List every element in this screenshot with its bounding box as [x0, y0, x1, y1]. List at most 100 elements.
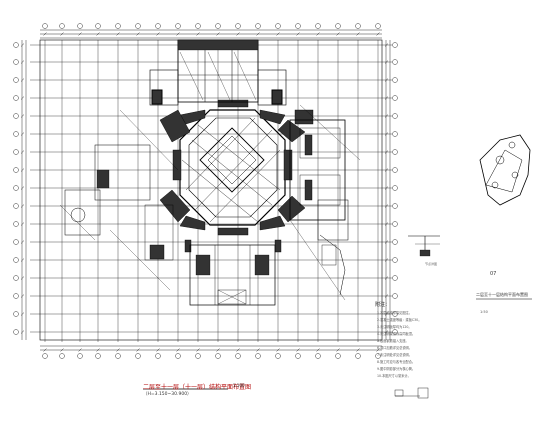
grid-line — [384, 204, 389, 208]
grid-line — [20, 276, 25, 280]
axis-bubble — [275, 23, 281, 29]
grid-line — [384, 60, 389, 64]
axis-bubble — [275, 353, 281, 359]
axis-bubble — [175, 353, 181, 359]
drawing-subtitle: （H=3.150~30.900） — [143, 392, 192, 397]
axis-bubble — [335, 353, 341, 359]
grid-line — [78, 348, 82, 352]
grid-line — [384, 330, 389, 334]
grid-line — [384, 168, 389, 172]
grid-line — [316, 348, 320, 352]
axis-bubble — [13, 42, 19, 48]
note-item: 5.板面钢筋锚入支座。 — [377, 339, 409, 343]
axis-bubble — [59, 353, 65, 359]
grid-line — [384, 258, 389, 262]
axis-bubble — [392, 167, 398, 173]
grid-line — [20, 43, 25, 47]
axis-bubble — [392, 131, 398, 137]
axis-bubble — [392, 239, 398, 245]
grid-line — [116, 32, 120, 36]
grid-line — [384, 78, 389, 82]
note-item: 2.混凝土强度等级：梁板C30。 — [377, 318, 422, 322]
axis-bubble — [42, 353, 48, 359]
drawing-scale: 1:100 — [233, 383, 245, 388]
note-item: 10.本图尺寸以毫米计。 — [377, 374, 411, 378]
grid-line — [384, 294, 389, 298]
grid-line — [256, 348, 260, 352]
grid-line — [356, 32, 360, 36]
grid-line — [384, 43, 389, 47]
grid-line — [384, 96, 389, 100]
axis-bubble — [375, 23, 381, 29]
note-item: 1.本层结构标高见图注。 — [377, 311, 412, 315]
axis-bubble — [392, 221, 398, 227]
grid-line — [20, 60, 25, 64]
axis-bubble — [215, 353, 221, 359]
axis-bubble — [392, 185, 398, 191]
axis-bubble — [392, 42, 398, 48]
axis-bubble — [295, 353, 301, 359]
detail-label: 节点详图 — [425, 262, 438, 266]
axis-bubble — [392, 311, 398, 317]
grid-line — [384, 150, 389, 154]
key-plan-sketch — [479, 134, 531, 206]
axis-bubble — [235, 353, 241, 359]
grid-line — [116, 348, 120, 352]
axis-bubble — [13, 167, 19, 173]
axis-bubble — [255, 23, 261, 29]
axis-bubble — [235, 23, 241, 29]
axis-bubble — [13, 149, 19, 155]
grid-line — [276, 32, 280, 36]
axis-bubble — [13, 59, 19, 65]
notes-detail-marks — [394, 387, 429, 399]
axis-bubble — [13, 203, 19, 209]
axis-bubble — [315, 353, 321, 359]
axis-bubble — [175, 23, 181, 29]
grid-line — [20, 78, 25, 82]
core-walls-hatched — [144, 99, 314, 261]
axis-bubble — [13, 131, 19, 137]
grid-line — [96, 348, 100, 352]
axis-bubble — [315, 23, 321, 29]
grid-line — [20, 294, 25, 298]
note-item: 8.施工时应与各专业配合。 — [377, 360, 416, 364]
grid-line — [296, 32, 300, 36]
grid-line — [20, 168, 25, 172]
axis-bubble — [155, 353, 161, 359]
axis-bubble — [135, 23, 141, 29]
grid-line — [384, 240, 389, 244]
axis-bubble — [77, 23, 83, 29]
note-item: 3.未注明板厚均为120。 — [377, 325, 412, 329]
section-detail-drawing — [408, 235, 440, 257]
axis-bubble — [375, 353, 381, 359]
grid-line — [20, 186, 25, 190]
axis-bubble — [392, 77, 398, 83]
grid-line — [376, 348, 380, 352]
axis-bubble — [195, 23, 201, 29]
grid-line — [60, 32, 64, 36]
grid-line — [43, 32, 47, 36]
axis-bubble — [13, 95, 19, 101]
axis-bubble — [77, 353, 83, 359]
grid-line — [336, 32, 340, 36]
axis-bubble — [95, 23, 101, 29]
grid-line — [78, 32, 82, 36]
axis-bubble — [13, 293, 19, 299]
note-item: 9.图中阴影部分为核心筒。 — [377, 367, 416, 371]
grid-line — [216, 348, 220, 352]
axis-bubble — [355, 353, 361, 359]
grid-line — [356, 348, 360, 352]
left-wing — [59, 109, 179, 291]
axis-bubble — [335, 23, 341, 29]
grid-line — [384, 132, 389, 136]
notes-heading: 附注： — [375, 302, 391, 308]
grid-line — [384, 276, 389, 280]
drawing-title: 二层至十一层（十一层）结构平面布置图 — [143, 384, 252, 391]
note-item: 6.洞口加筋详见总说明。 — [377, 346, 412, 350]
grid-line — [296, 348, 300, 352]
axis-bubble — [195, 353, 201, 359]
grid-line — [156, 348, 160, 352]
grid-line — [176, 348, 180, 352]
grid-line — [196, 32, 200, 36]
